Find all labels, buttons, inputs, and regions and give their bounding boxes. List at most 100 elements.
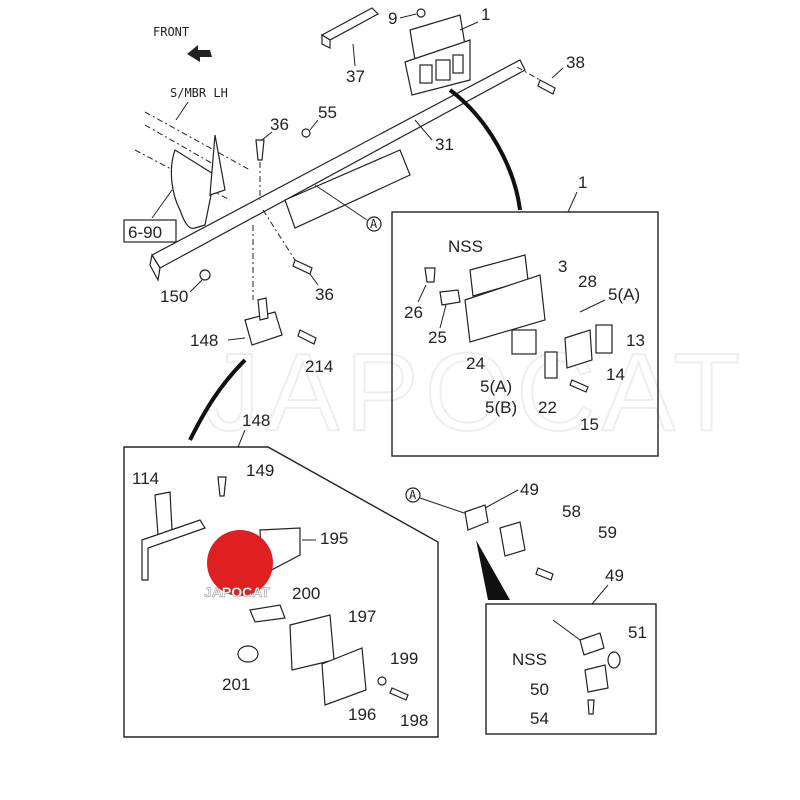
callout-25: 25 bbox=[428, 328, 447, 347]
plate-200 bbox=[249, 604, 286, 623]
screw-54-icon bbox=[587, 699, 595, 715]
ref-a-marker bbox=[405, 487, 421, 503]
leader-line bbox=[459, 21, 479, 31]
bolt-36-icon bbox=[292, 259, 313, 275]
callout-195: 195 bbox=[320, 529, 348, 548]
bulb-201-icon bbox=[237, 645, 259, 663]
callout-9: 9 bbox=[388, 9, 397, 28]
bracket-114 bbox=[154, 491, 173, 536]
leader-line bbox=[551, 67, 564, 79]
wire-line bbox=[552, 619, 581, 641]
detail-link-curve bbox=[448, 88, 522, 211]
callout-15: 15 bbox=[580, 415, 599, 434]
nut-55-icon bbox=[301, 128, 311, 138]
part-22 bbox=[544, 351, 558, 379]
callout-58: 58 bbox=[562, 502, 581, 521]
bolt-26-icon bbox=[424, 267, 436, 283]
callout-31: 31 bbox=[435, 135, 454, 154]
leader-line bbox=[417, 284, 427, 303]
detail-49-frame bbox=[485, 603, 657, 735]
bracket-nss-body bbox=[464, 274, 546, 343]
part-1-window bbox=[452, 54, 464, 74]
callout-14: 14 bbox=[606, 365, 625, 384]
callout-196: 196 bbox=[348, 705, 376, 724]
part-37-end bbox=[321, 33, 331, 49]
callout-214: 214 bbox=[305, 357, 333, 376]
leader-line bbox=[175, 101, 189, 121]
part-25-icon bbox=[439, 289, 461, 306]
front-label: FRONT bbox=[153, 25, 189, 39]
leader-line bbox=[237, 429, 246, 448]
leader-line bbox=[439, 304, 447, 329]
side-member-outline bbox=[144, 111, 251, 171]
part-1-window bbox=[435, 59, 451, 81]
cover-50 bbox=[584, 664, 609, 693]
side-member-label: S/MBR LH bbox=[170, 86, 228, 100]
callout-149: 149 bbox=[246, 461, 274, 480]
gasket-24 bbox=[511, 329, 537, 355]
ref-a-label: A bbox=[370, 217, 378, 231]
detail-1-frame bbox=[391, 211, 659, 457]
callout-200: 200 bbox=[292, 584, 320, 603]
callout-50: 50 bbox=[530, 680, 549, 699]
callout-36-top: 36 bbox=[270, 115, 289, 134]
callout-26: 26 bbox=[404, 303, 423, 322]
leader-line bbox=[261, 131, 273, 141]
ref-box-label: 6-90 bbox=[128, 223, 162, 242]
lamp-148-tab bbox=[257, 297, 269, 321]
leader-line bbox=[227, 337, 246, 341]
part-37 bbox=[320, 7, 379, 41]
screw-198-icon bbox=[389, 687, 409, 701]
detail-1-title: 1 bbox=[578, 173, 587, 192]
callout-nss: NSS bbox=[448, 237, 483, 256]
leader-line bbox=[484, 489, 519, 509]
callout-38: 38 bbox=[566, 53, 585, 72]
callout-36-mid: 36 bbox=[315, 285, 334, 304]
leader-line bbox=[189, 279, 203, 293]
leader-line bbox=[151, 189, 173, 219]
lens-bezel bbox=[284, 149, 411, 229]
bolt-38-icon bbox=[537, 79, 556, 95]
ref-a-label: A bbox=[409, 488, 417, 502]
lens-14 bbox=[564, 329, 593, 369]
callout-1: 1 bbox=[481, 5, 490, 24]
callout-28: 28 bbox=[578, 272, 597, 291]
lamp-49 bbox=[464, 504, 489, 531]
callout-5a-top: 5(A) bbox=[608, 285, 640, 304]
part-1-window bbox=[419, 64, 433, 84]
cross-member-end bbox=[149, 253, 161, 282]
callout-5b: 5(B) bbox=[485, 398, 517, 417]
nut-150-icon bbox=[199, 269, 211, 281]
callout-197: 197 bbox=[348, 607, 376, 626]
detail-link-wedge bbox=[476, 540, 510, 600]
detail-49-title: 49 bbox=[605, 566, 624, 585]
detail-link-curve bbox=[188, 358, 247, 441]
callout-22: 22 bbox=[538, 398, 557, 417]
screw-15-icon bbox=[569, 379, 589, 393]
lens-196 bbox=[321, 647, 367, 706]
screw-149-icon bbox=[217, 476, 227, 497]
leader-line bbox=[309, 273, 319, 286]
bulb-51-icon bbox=[607, 651, 621, 669]
detail-148-title: 148 bbox=[242, 411, 270, 430]
callout-37: 37 bbox=[346, 67, 365, 86]
ref-a-marker bbox=[366, 216, 382, 232]
cover-58 bbox=[499, 521, 526, 557]
callout-114: 114 bbox=[132, 469, 159, 488]
callout-5a-bottom: 5(A) bbox=[480, 377, 512, 396]
frame-bracket-plate bbox=[209, 134, 226, 196]
japocat-logo-text: JAPOCAT bbox=[204, 584, 270, 600]
callout-24: 24 bbox=[466, 354, 485, 373]
callout-55: 55 bbox=[318, 103, 337, 122]
assembly-line bbox=[516, 66, 541, 81]
assembly-line bbox=[262, 209, 296, 261]
bolt-36-icon bbox=[255, 139, 265, 161]
ref-box-6-90 bbox=[123, 219, 177, 243]
callout-3: 3 bbox=[558, 257, 567, 276]
wire-line bbox=[419, 497, 471, 516]
leader-line bbox=[352, 43, 356, 67]
callout-148: 148 bbox=[190, 331, 218, 350]
callout-150: 150 bbox=[160, 287, 188, 306]
leader-line bbox=[314, 184, 368, 221]
